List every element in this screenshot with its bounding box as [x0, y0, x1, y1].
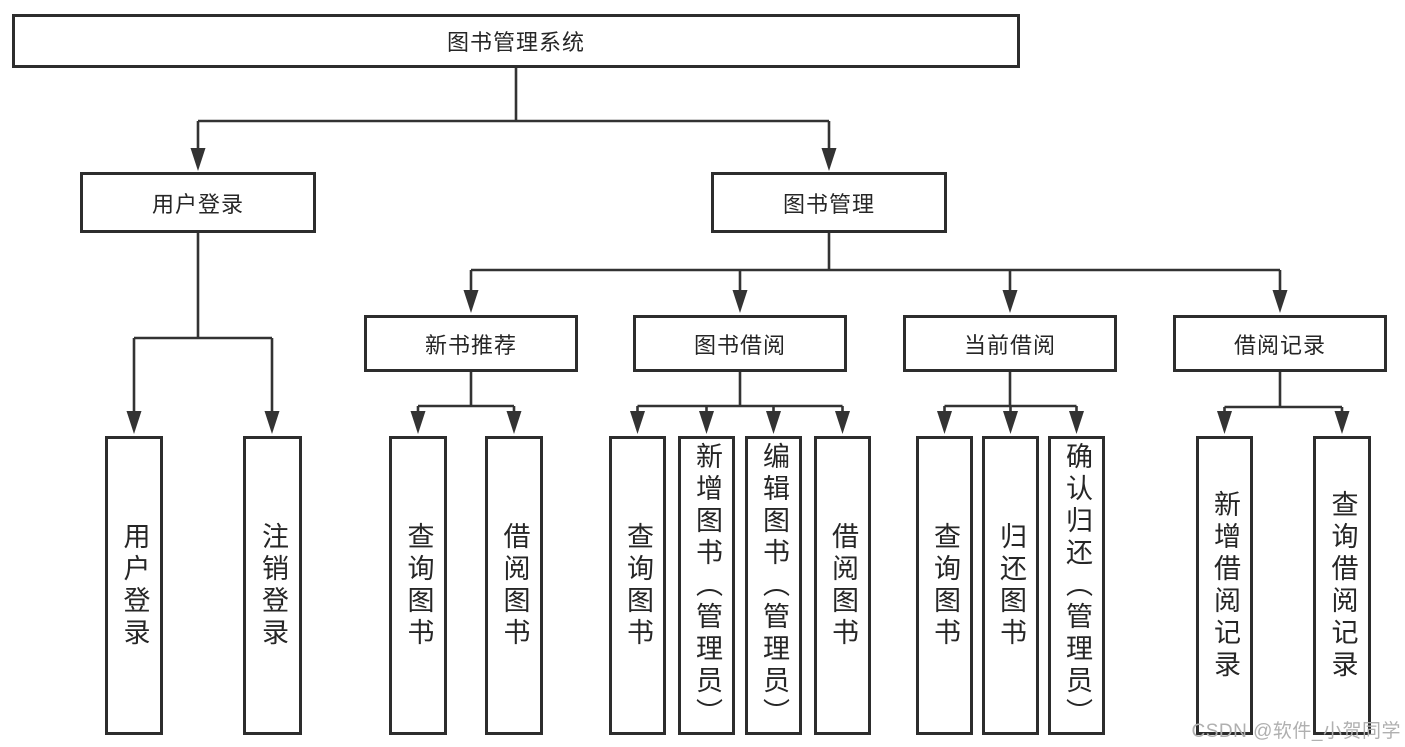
leaf-borrow-books-recommend-label: 借阅图书 [499, 521, 530, 650]
leaf-confirm-return-admin: 确认归还（管理员） [1048, 436, 1105, 735]
leaf-user-login: 用户登录 [105, 436, 163, 735]
leaf-query-books-recommend: 查询图书 [389, 436, 447, 735]
leaf-borrow-books-recommend: 借阅图书 [485, 436, 543, 735]
leaf-query-books-recommend-label: 查询图书 [403, 521, 434, 650]
node-borrowing-records: 借阅记录 [1173, 315, 1387, 372]
leaf-return-books-label: 归还图书 [996, 521, 1026, 650]
leaf-query-books-current-label: 查询图书 [930, 521, 960, 650]
leaf-add-book-admin: 新增图书（管理员） [678, 436, 735, 735]
node-root-label: 图书管理系统 [446, 30, 585, 55]
leaf-query-borrow-record: 查询借阅记录 [1313, 436, 1371, 735]
leaf-edit-book-admin-label: 编辑图书（管理员） [759, 441, 789, 730]
node-book-management-label: 图书管理 [782, 191, 875, 217]
node-current-borrowing: 当前借阅 [903, 315, 1117, 372]
leaf-query-books-current: 查询图书 [916, 436, 973, 735]
watermark: CSDN @软件_小贺同学 [1191, 721, 1401, 742]
node-current-borrowing-label: 当前借阅 [963, 332, 1056, 358]
node-book-management: 图书管理 [711, 172, 947, 233]
leaf-borrow-books-borrowing: 借阅图书 [814, 436, 871, 735]
leaf-user-login-label: 用户登录 [119, 521, 150, 650]
arrowhead-icons [126, 148, 1350, 434]
node-new-book-recommendation-label: 新书推荐 [424, 332, 517, 358]
node-book-borrowing: 图书借阅 [633, 315, 847, 372]
node-borrowing-records-label: 借阅记录 [1233, 332, 1326, 358]
leaf-return-books: 归还图书 [982, 436, 1039, 735]
node-user-login: 用户登录 [80, 172, 316, 233]
node-new-book-recommendation: 新书推荐 [364, 315, 578, 372]
leaf-edit-book-admin: 编辑图书（管理员） [745, 436, 802, 735]
leaf-logout: 注销登录 [243, 436, 302, 735]
leaf-confirm-return-admin-label: 确认归还（管理员） [1062, 441, 1092, 730]
node-root-system: 图书管理系统 [12, 14, 1020, 68]
leaf-add-book-admin-label: 新增图书（管理员） [692, 441, 722, 730]
leaf-add-borrow-record-label: 新增借阅记录 [1210, 489, 1240, 682]
node-user-login-label: 用户登录 [151, 191, 244, 217]
leaf-borrow-books-borrowing-label: 借阅图书 [828, 521, 858, 650]
leaf-add-borrow-record: 新增借阅记录 [1196, 436, 1253, 735]
leaf-logout-label: 注销登录 [258, 521, 288, 650]
leaf-query-books-borrowing: 查询图书 [609, 436, 666, 735]
leaf-query-books-borrowing-label: 查询图书 [623, 521, 653, 650]
node-book-borrowing-label: 图书借阅 [693, 332, 786, 358]
leaf-query-borrow-record-label: 查询借阅记录 [1327, 489, 1358, 682]
